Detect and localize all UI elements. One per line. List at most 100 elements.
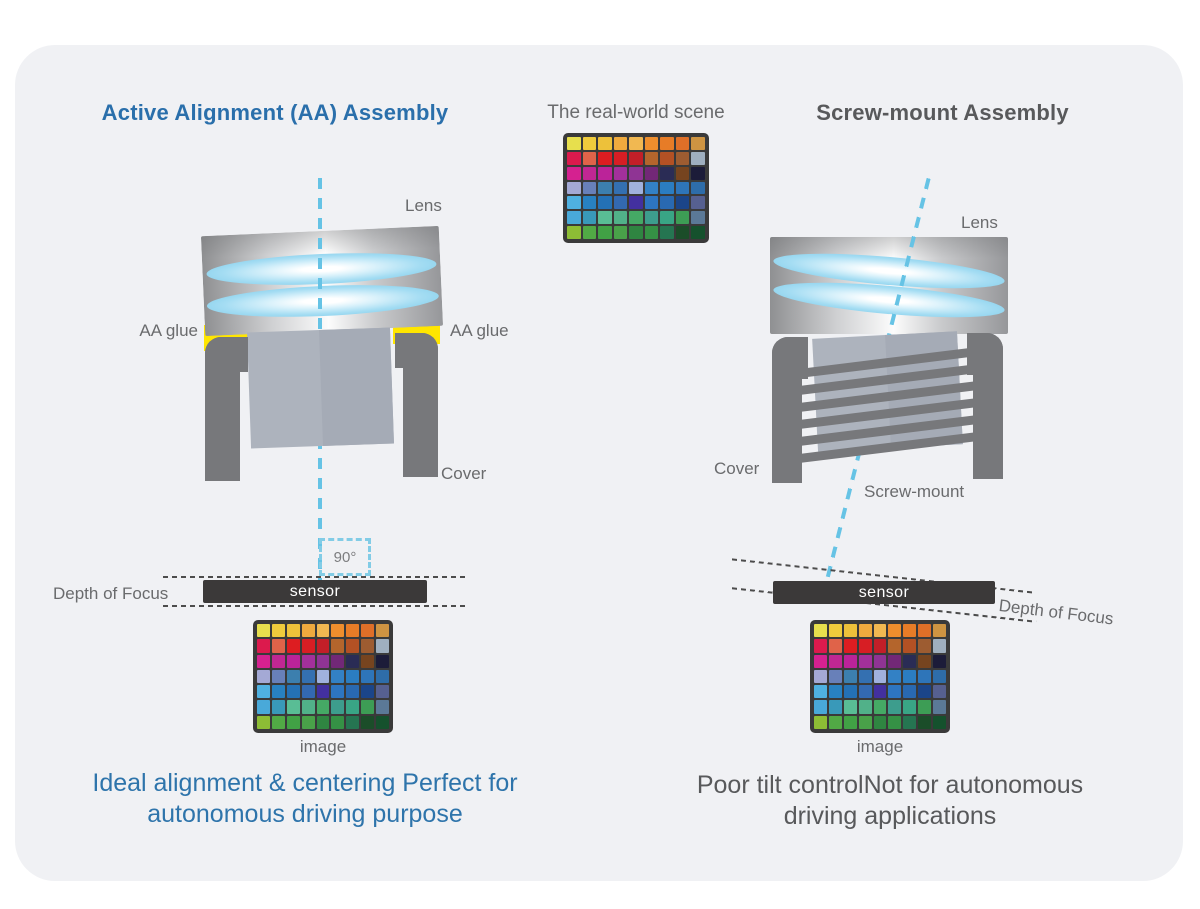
color-swatch — [629, 181, 643, 195]
color-swatch — [828, 700, 842, 714]
color-swatch — [361, 715, 375, 729]
color-swatch — [582, 196, 597, 210]
color-swatch — [858, 654, 872, 668]
right-title: Screw-mount Assembly — [816, 100, 1069, 125]
color-swatch — [316, 669, 330, 684]
color-swatch — [675, 181, 690, 195]
color-swatch — [814, 624, 827, 638]
right-caption-line2: driving applications — [783, 802, 997, 830]
color-swatch — [271, 639, 285, 653]
color-swatch — [660, 137, 674, 150]
color-swatch — [271, 624, 285, 638]
left-caption-line2: autonomous driving purpose — [147, 800, 463, 828]
color-swatch — [933, 654, 946, 668]
color-swatch — [888, 639, 902, 653]
color-swatch — [257, 624, 270, 638]
right-cover-label: Cover — [714, 459, 760, 478]
color-swatch — [629, 211, 643, 225]
color-swatch — [691, 196, 705, 210]
color-swatch — [361, 624, 375, 638]
left-dof-bottom-line — [163, 605, 467, 607]
color-swatch — [598, 181, 612, 195]
color-swatch — [598, 137, 612, 150]
color-swatch — [361, 669, 375, 684]
right-lens-label: Lens — [961, 213, 998, 232]
color-swatch — [828, 654, 842, 668]
color-swatch — [567, 196, 581, 210]
color-swatch — [346, 654, 360, 668]
color-swatch — [918, 685, 932, 699]
color-swatch — [629, 137, 643, 150]
color-swatch — [873, 669, 887, 684]
color-swatch — [301, 624, 315, 638]
color-swatch — [873, 715, 887, 729]
color-swatch — [286, 685, 300, 699]
color-swatch — [257, 669, 270, 684]
color-swatch — [346, 669, 360, 684]
color-swatch — [361, 685, 375, 699]
left-lens-label: Lens — [405, 196, 442, 215]
color-swatch — [888, 715, 902, 729]
aa-glue-left-label: AA glue — [139, 321, 198, 340]
color-swatch — [888, 654, 902, 668]
left-caption: Ideal alignment & centering Perfect for … — [75, 768, 535, 830]
color-swatch — [814, 639, 827, 653]
color-swatch — [613, 137, 628, 150]
color-swatch — [675, 196, 690, 210]
color-swatch — [675, 211, 690, 225]
color-swatch — [331, 654, 345, 668]
color-swatch — [828, 685, 842, 699]
right-sensor-bar: sensor — [773, 581, 995, 604]
color-swatch — [316, 654, 330, 668]
color-swatch — [376, 654, 389, 668]
left-lens-barrel — [200, 225, 444, 337]
color-swatch — [346, 624, 360, 638]
color-swatch — [933, 669, 946, 684]
color-swatch — [888, 700, 902, 714]
color-swatch — [346, 700, 360, 714]
right-image-label: image — [856, 737, 904, 756]
color-swatch — [376, 624, 389, 638]
color-swatch — [903, 624, 917, 638]
color-swatch — [567, 151, 581, 165]
barrel-shading — [318, 327, 394, 446]
color-swatch — [257, 700, 270, 714]
color-swatch — [814, 654, 827, 668]
color-swatch — [858, 700, 872, 714]
color-swatch — [918, 624, 932, 638]
color-swatch — [613, 226, 628, 239]
color-swatch — [271, 669, 285, 684]
color-swatch — [903, 700, 917, 714]
color-swatch — [271, 715, 285, 729]
color-swatch — [660, 151, 674, 165]
color-swatch — [613, 151, 628, 165]
color-swatch — [660, 226, 674, 239]
color-swatch — [331, 715, 345, 729]
color-swatch — [903, 669, 917, 684]
color-swatch — [613, 181, 628, 195]
color-swatch — [567, 137, 581, 150]
color-swatch — [918, 669, 932, 684]
color-swatch — [376, 669, 389, 684]
color-swatch — [613, 211, 628, 225]
scene-label: The real-world scene — [547, 102, 725, 123]
right-image-checker — [810, 620, 950, 733]
color-swatch — [613, 166, 628, 180]
color-swatch — [582, 181, 597, 195]
color-swatch — [814, 700, 827, 714]
aa-glue-right-label: AA glue — [450, 321, 509, 340]
color-swatch — [286, 624, 300, 638]
color-swatch — [644, 181, 659, 195]
color-swatch — [843, 685, 857, 699]
lens-element-icon — [206, 280, 440, 322]
right-angle-indicator: 90° — [319, 538, 371, 576]
color-swatch — [691, 211, 705, 225]
color-swatch — [873, 700, 887, 714]
color-swatch — [598, 226, 612, 239]
color-swatch — [843, 654, 857, 668]
color-swatch — [660, 166, 674, 180]
color-swatch — [376, 685, 389, 699]
color-swatch — [257, 715, 270, 729]
color-swatch — [918, 715, 932, 729]
